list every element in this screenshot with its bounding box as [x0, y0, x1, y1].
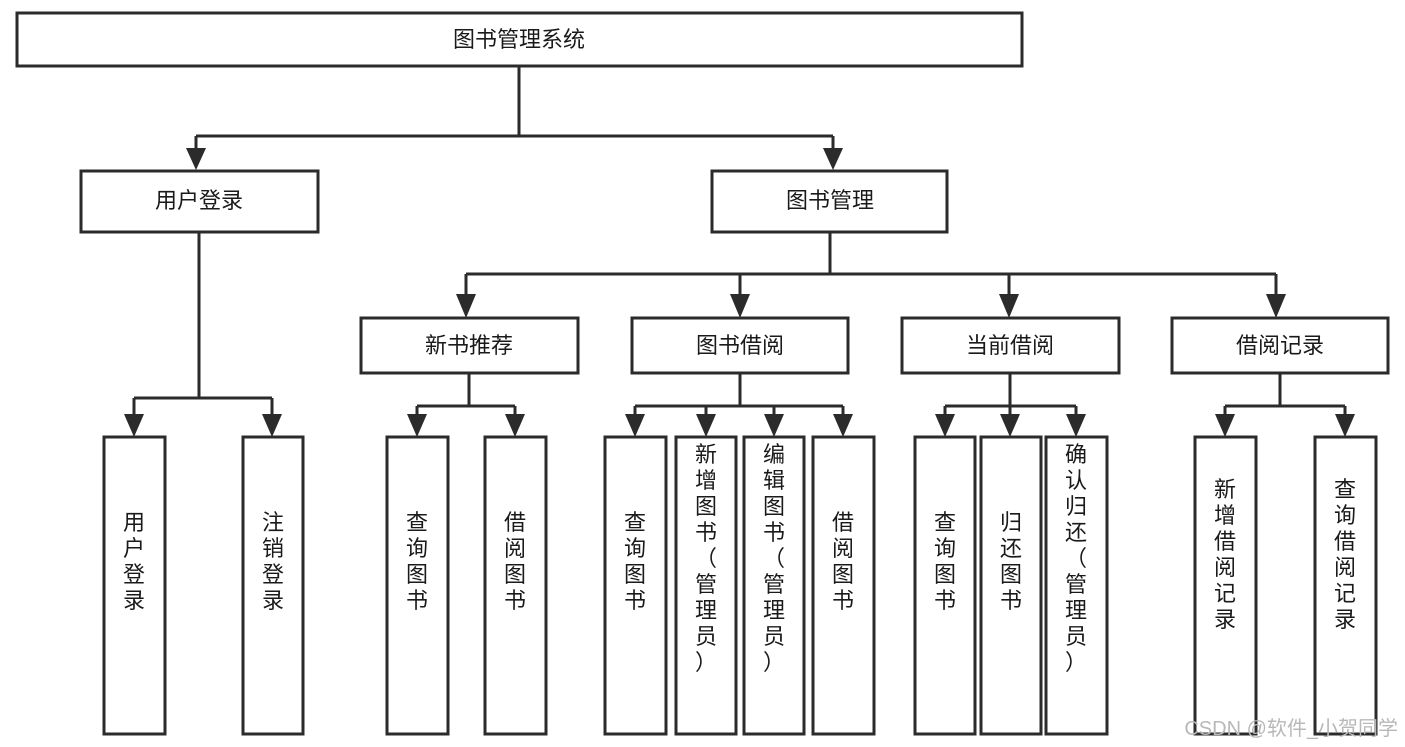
leaf-borrow-book-1-box[interactable] [483, 435, 548, 736]
arrow-head-icon [696, 414, 716, 437]
leaf-confirm-return[interactable]: 确认归还（管理员） [1044, 435, 1109, 736]
leaf-query-book-2[interactable]: 查询图书 [603, 435, 668, 736]
node-user-login-label: 用户登录 [155, 188, 243, 213]
node-book-borrow-label: 图书借阅 [696, 333, 784, 358]
arrow-head-icon [1266, 294, 1286, 318]
node-borrow-record[interactable]: 借阅记录 [1170, 316, 1390, 375]
leaf-query-record[interactable]: 查询借阅记录 [1313, 435, 1378, 736]
node-book-management[interactable]: 图书管理 [710, 169, 949, 234]
node-book-management-label: 图书管理 [786, 188, 874, 213]
leaf-edit-book-label: 编辑图书（管理员） [763, 442, 785, 675]
leaf-borrow-book-1-label: 借阅图书 [504, 510, 526, 613]
arrow-head-icon [1000, 414, 1020, 437]
leaf-add-book[interactable]: 新增图书（管理员） [674, 435, 738, 736]
leaf-query-book-3-label: 查询图书 [934, 510, 956, 613]
node-book-borrow[interactable]: 图书借阅 [630, 316, 850, 375]
node-user-login[interactable]: 用户登录 [79, 169, 320, 234]
leaf-query-book-1-box[interactable] [385, 435, 450, 736]
leaf-add-book-label: 新增图书（管理员） [695, 442, 717, 675]
arrow-head-icon [833, 414, 853, 437]
connector-book-management-to-level3 [456, 232, 1286, 318]
arrow-head-icon [456, 294, 476, 318]
arrow-head-icon [1215, 414, 1235, 437]
leaf-borrow-book-2-box[interactable] [811, 435, 876, 736]
leaf-return-book-label: 归还图书 [1000, 510, 1022, 613]
arrow-head-icon [124, 414, 144, 437]
leaf-logout[interactable]: 注销登录 [241, 435, 305, 736]
leaf-logout-label: 注销登录 [262, 510, 284, 613]
node-new-book-recommend-box[interactable] [359, 316, 580, 375]
leaf-query-book-3-box[interactable] [913, 435, 977, 736]
leaf-user-login-label: 用户登录 [123, 510, 145, 613]
node-current-borrow[interactable]: 当前借阅 [900, 316, 1121, 375]
arrow-head-icon [505, 414, 525, 437]
connector-new-book-recommend-to-leaves [407, 373, 525, 437]
arrow-head-icon [1335, 414, 1355, 437]
leaf-confirm-return-box[interactable] [1044, 435, 1109, 736]
leaf-query-book-2-label: 查询图书 [624, 510, 646, 613]
leaf-query-book-2-box[interactable] [603, 435, 668, 736]
node-user-login-box[interactable] [79, 169, 320, 234]
leaf-edit-book-box[interactable] [742, 435, 806, 736]
leaf-return-book[interactable]: 归还图书 [979, 435, 1043, 736]
leaf-add-record-label: 新增借阅记录 [1214, 477, 1236, 632]
arrow-head-icon [186, 148, 206, 170]
leaf-borrow-book-2[interactable]: 借阅图书 [811, 435, 876, 736]
node-root[interactable]: 图书管理系统 [15, 11, 1024, 68]
arrow-head-icon [262, 414, 282, 437]
arrow-head-icon [764, 414, 784, 437]
connector-book-borrow-to-leaves [625, 373, 853, 437]
node-root-label: 图书管理系统 [453, 27, 585, 52]
leaf-user-login-box[interactable] [102, 435, 167, 736]
node-new-book-recommend-label: 新书推荐 [425, 333, 513, 358]
leaf-query-record-box[interactable] [1313, 435, 1378, 736]
arrow-head-icon [730, 294, 750, 318]
leaf-add-record-box[interactable] [1193, 435, 1258, 736]
arrow-head-icon [935, 414, 955, 437]
connector-current-borrow-to-leaves [935, 373, 1086, 437]
connector-root-to-level2 [186, 66, 843, 170]
leaf-query-record-label: 查询借阅记录 [1334, 477, 1356, 632]
watermark: CSDN @软件_小贺同学 [1184, 717, 1398, 740]
arrow-head-icon [407, 414, 427, 437]
node-borrow-record-label: 借阅记录 [1236, 333, 1324, 358]
leaf-logout-box[interactable] [241, 435, 305, 736]
leaf-query-book-1-label: 查询图书 [406, 510, 428, 613]
connector-user-login-to-leaves [124, 232, 282, 437]
leaf-query-book-1[interactable]: 查询图书 [385, 435, 450, 736]
node-root-box[interactable] [15, 11, 1024, 68]
leaf-confirm-return-label: 确认归还（管理员） [1065, 442, 1087, 675]
leaf-query-book-3[interactable]: 查询图书 [913, 435, 977, 736]
leaf-return-book-box[interactable] [979, 435, 1043, 736]
arrow-head-icon [999, 294, 1019, 318]
leaf-borrow-book-1[interactable]: 借阅图书 [483, 435, 548, 736]
leaf-add-record[interactable]: 新增借阅记录 [1193, 435, 1258, 736]
connector-borrow-record-to-leaves [1215, 373, 1355, 437]
node-new-book-recommend[interactable]: 新书推荐 [359, 316, 580, 375]
leaf-edit-book[interactable]: 编辑图书（管理员） [742, 435, 806, 736]
arrow-head-icon [625, 414, 645, 437]
leaf-borrow-book-2-label: 借阅图书 [832, 510, 854, 613]
leaf-user-login[interactable]: 用户登录 [102, 435, 167, 736]
node-current-borrow-box[interactable] [900, 316, 1121, 375]
node-current-borrow-label: 当前借阅 [966, 333, 1054, 358]
arrow-head-icon [1066, 414, 1086, 437]
leaf-add-book-box[interactable] [674, 435, 738, 736]
arrow-head-icon [823, 148, 843, 170]
